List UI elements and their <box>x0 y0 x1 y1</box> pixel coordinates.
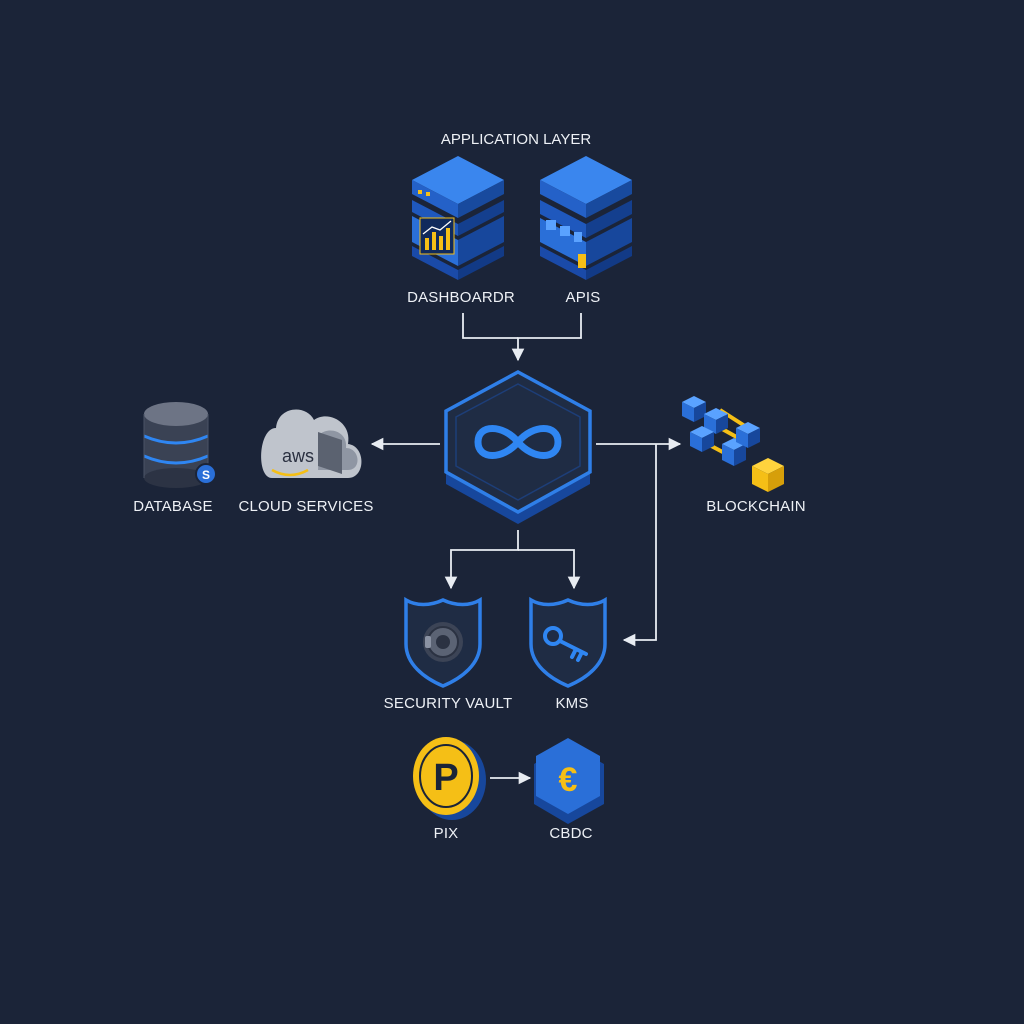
kms-label: KMS <box>555 695 589 712</box>
database-label: DATABASE <box>133 498 213 515</box>
cloud-services-label: CLOUD SERVICES <box>238 498 374 515</box>
euro-hexagon-icon: € <box>534 738 604 824</box>
apis-label: APIS <box>565 289 601 306</box>
connector-apis-to-core <box>511 313 582 362</box>
pix-coin-symbol: P <box>433 757 458 799</box>
aws-logo-text: aws <box>282 446 314 466</box>
connectors <box>370 313 682 785</box>
connector-core-to-kms <box>518 549 581 590</box>
application-layer-title: APPLICATION LAYER <box>440 131 592 148</box>
blockchain-label: BLOCKCHAIN <box>706 498 806 515</box>
database-badge: S <box>195 463 217 485</box>
vault-shield-icon <box>404 596 482 688</box>
database-badge-text: S <box>202 468 210 482</box>
blockchain-cubes-icon <box>682 396 784 492</box>
pix-coin-icon: P <box>413 737 486 820</box>
pix-label: PIX <box>433 825 459 842</box>
cbdc-label: CBDC <box>549 825 593 842</box>
security-vault-label: SECURITY VAULT <box>383 695 513 712</box>
connector-core-to-vault <box>444 530 519 590</box>
connector-dashboard-to-core <box>462 313 518 339</box>
euro-symbol: € <box>559 761 578 799</box>
infinity-hexagon-icon <box>444 370 592 524</box>
api-server-icon <box>540 156 632 280</box>
dashboard-label: DASHBOARDR <box>407 289 515 306</box>
dashboard-server-icon <box>412 156 504 280</box>
connector-blockchain-to-kms <box>622 444 657 647</box>
key-shield-icon <box>529 596 607 688</box>
aws-cloud-icon: aws <box>261 409 362 478</box>
